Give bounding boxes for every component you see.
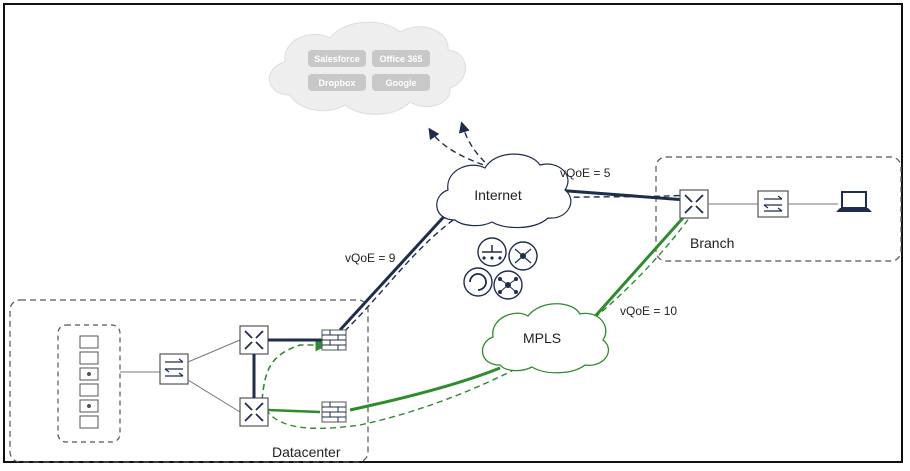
dc-internal-flow [261,338,329,401]
router-icon [239,325,269,355]
diagram-frame [3,3,903,463]
server-stack [79,335,99,429]
vqoe-datacenter-internet: vQoE = 9 [345,251,396,265]
saas-cloud: Salesforce Office 365 Dropbox Google [268,21,466,115]
salesforce-tile [308,50,366,67]
mpls-label: MPLS [523,330,561,346]
dc-firewall-top [321,329,347,351]
vqoe-internet-branch: vQoE = 5 [560,166,611,180]
switch-icon [757,190,789,218]
laptop-icon [841,191,867,209]
analytics-icon [463,267,493,297]
internet-path-branch [554,188,687,202]
branch-switch [757,190,789,218]
router-icon [679,189,709,219]
dc-router-top [239,325,269,355]
mpls-cloud: MPLS [481,303,609,374]
google-tile [372,74,430,91]
vqoe-mpls-branch: vQoE = 10 [620,304,677,318]
server-group-boundary [57,324,121,443]
salesforce-label: Salesforce [314,54,360,64]
mpls-path-datacenter [349,366,501,412]
office365-label: Office 365 [379,54,422,64]
dropbox-label: Dropbox [319,78,356,88]
mpls-dc-link [267,408,321,414]
internet-cloud: Internet [436,153,572,229]
server-rack-icon [79,335,99,349]
router-icon [239,397,269,427]
mpls-path-branch [588,209,692,323]
internet-path-datacenter [338,208,452,332]
controller-icons [463,237,538,300]
mpls-flow-path [261,209,696,429]
branch-laptop [836,191,872,212]
branch-router [679,189,709,219]
office365-tile [372,50,430,67]
saas-flow-arrow-1 [428,127,551,186]
datacenter-boundary [9,299,369,463]
google-label: Google [386,78,417,88]
branch-boundary [655,156,902,262]
internet-label: Internet [474,187,522,203]
dc-router-bottom [239,397,269,427]
saas-flow-arrow-2 [458,121,501,176]
dropbox-tile [308,74,366,91]
datacenter-label: Datacenter [272,444,341,460]
dc-switch [159,353,189,385]
dc-firewall-bottom [321,401,347,423]
branch-label: Branch [690,235,734,251]
